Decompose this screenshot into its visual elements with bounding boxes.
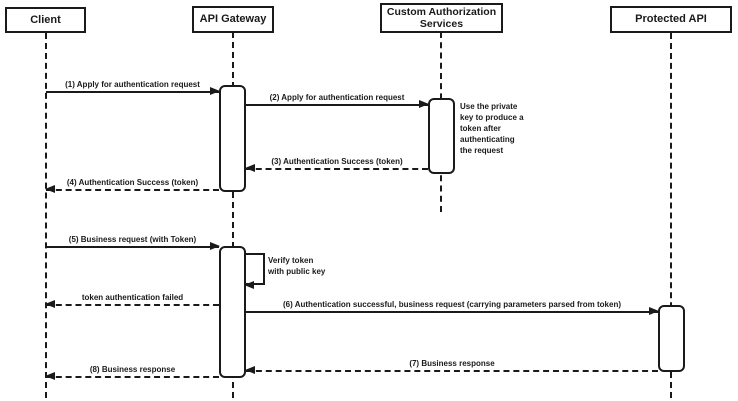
message-3-label: (3) Authentication Success (token)	[271, 157, 403, 166]
message-token-auth-failed-line	[46, 304, 219, 306]
message-token-auth-failed-label: token authentication failed	[81, 293, 184, 302]
message-6-label: (6) Authentication successful, business …	[282, 300, 622, 309]
message-5-line	[46, 246, 219, 248]
lifeline-client	[45, 33, 47, 398]
message-7-line	[246, 370, 658, 372]
self-message-verify-token-label: Verify token with public key	[268, 256, 326, 276]
arrowhead-left-icon	[244, 281, 254, 289]
participant-protected-api-label: Protected API	[635, 13, 707, 25]
participant-client-label: Client	[30, 13, 61, 26]
participant-protected-api: Protected API	[610, 6, 732, 33]
note-use-private-key: Use the private key to produce a token a…	[460, 102, 524, 155]
message-4-label: (4) Authentication Success (token)	[66, 178, 199, 187]
lifeline-protected-api	[670, 33, 672, 398]
activation-api-gateway-2	[219, 246, 246, 378]
activation-api-gateway-1	[219, 85, 246, 192]
message-8-label: (8) Business response	[89, 365, 176, 374]
arrowhead-left-icon	[245, 366, 255, 374]
message-8-line	[46, 376, 219, 378]
message-3-line	[246, 168, 428, 170]
participant-api-gateway-label: API Gateway	[199, 13, 267, 25]
message-5-label: (5) Business request (with Token)	[68, 235, 197, 244]
arrowhead-right-icon	[210, 242, 220, 250]
arrowhead-right-icon	[649, 307, 659, 315]
arrowhead-left-icon	[45, 372, 55, 380]
arrowhead-left-icon	[45, 300, 55, 308]
message-4-line	[46, 189, 219, 191]
arrowhead-left-icon	[245, 164, 255, 172]
participant-custom-authorization-services-label: Custom Authorization Services	[386, 6, 497, 30]
participant-custom-authorization-services: Custom Authorization Services	[380, 3, 503, 33]
activation-custom-authorization-services	[428, 98, 455, 174]
self-message-verify-token	[244, 253, 265, 289]
message-6-line	[246, 311, 658, 313]
arrowhead-left-icon	[45, 185, 55, 193]
message-2-label: (2) Apply for authentication request	[269, 93, 405, 102]
activation-protected-api	[658, 305, 685, 372]
message-1-line	[46, 91, 219, 93]
participant-client: Client	[5, 7, 86, 33]
arrowhead-right-icon	[419, 100, 429, 108]
message-2-line	[246, 104, 428, 106]
arrowhead-right-icon	[210, 87, 220, 95]
message-7-label: (7) Business response	[409, 359, 495, 368]
lifeline-api-gateway	[232, 32, 234, 398]
message-1-label: (1) Apply for authentication request	[65, 80, 200, 89]
participant-api-gateway: API Gateway	[192, 6, 274, 33]
